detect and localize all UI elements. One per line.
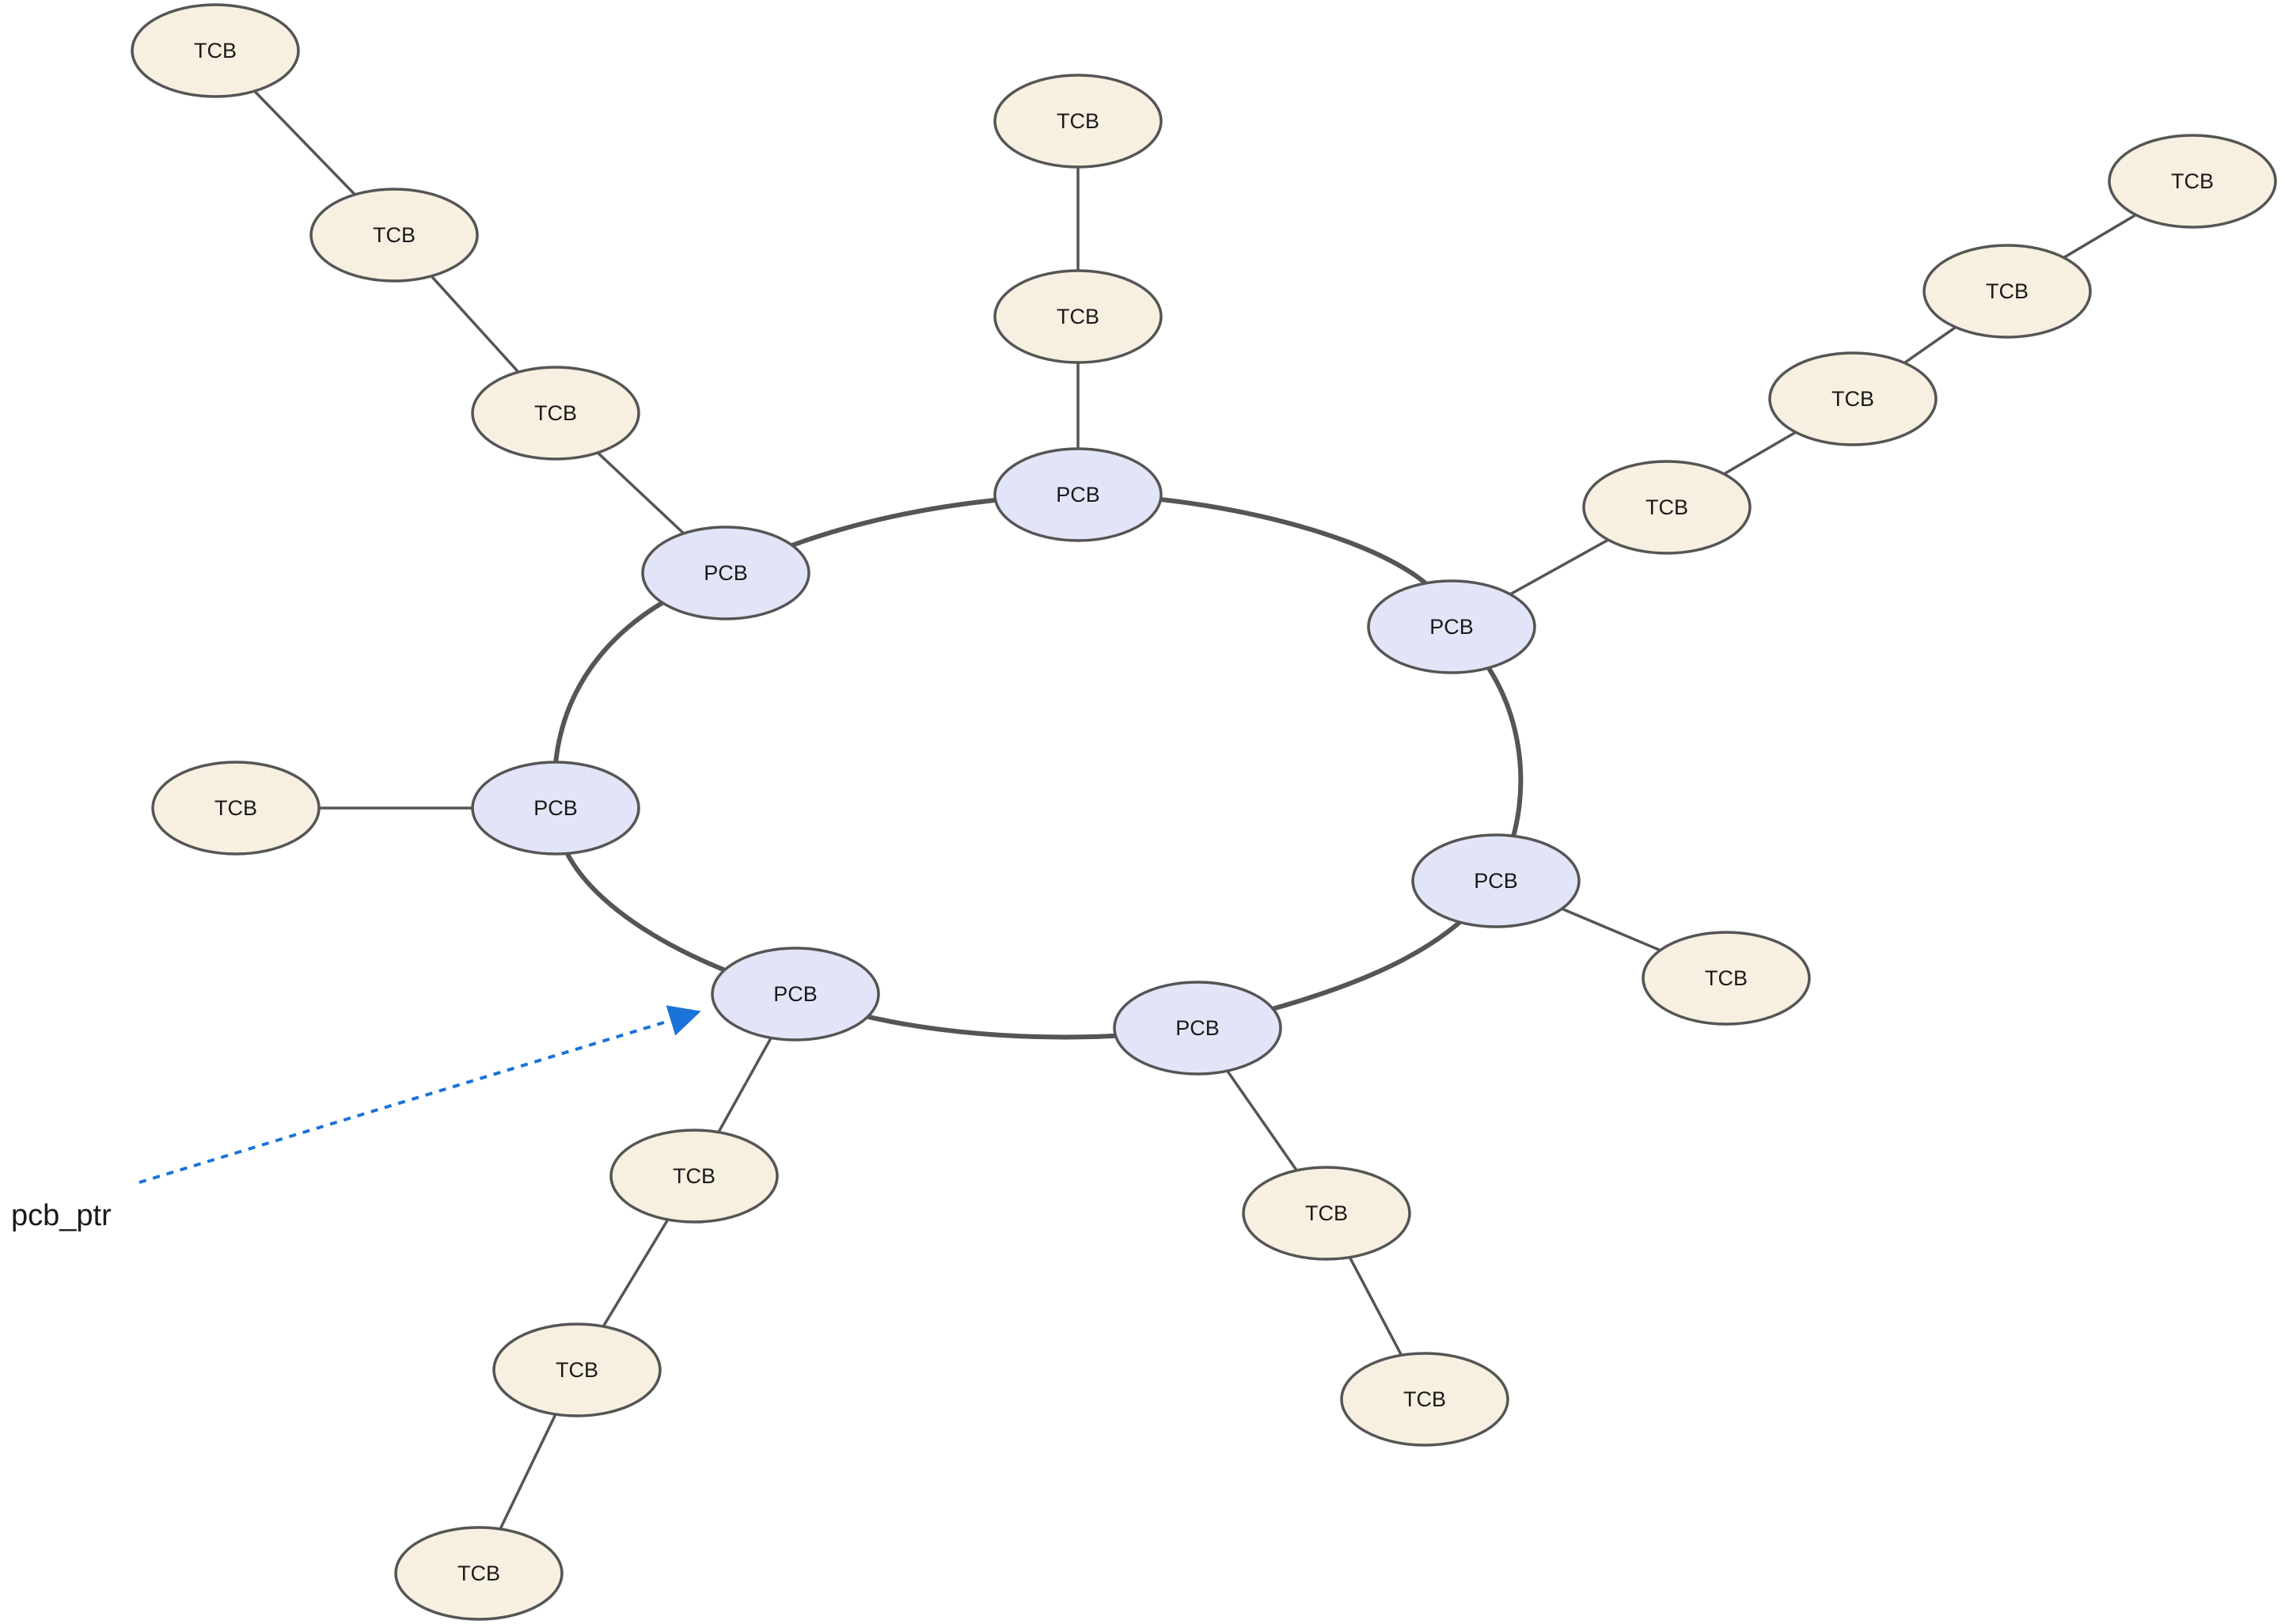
- tcb-ellipse: [2108, 134, 2277, 229]
- nodes: TCB TCB TCB TCB TCB TCB TCB TCB TCB TCB TCB TCB TCB T…: [131, 3, 2277, 1621]
- pcb-node: PCB: [641, 526, 810, 620]
- tcb-label: TCB: [1403, 1387, 1446, 1411]
- tcb-node: TCB: [1340, 1352, 1509, 1447]
- pcb-label: PCB: [704, 561, 748, 585]
- tcb-ellipse: [131, 3, 300, 98]
- tcb-label: TCB: [194, 39, 237, 63]
- tcb-node: TCB: [131, 3, 300, 98]
- tcb-label: TCB: [1831, 387, 1874, 411]
- tcb-label: TCB: [673, 1164, 715, 1188]
- tcb-ellipse: [1768, 351, 1938, 446]
- tcb-ellipse: [1582, 460, 1752, 555]
- tcb-ellipse: [471, 366, 640, 461]
- pcb-pointer: pcb_ptr: [11, 1005, 701, 1232]
- tcb-label: TCB: [1645, 495, 1688, 519]
- pcb-ellipse: [1367, 579, 1536, 674]
- tcb-node: TCB: [492, 1322, 662, 1417]
- pcb-ellipse: [993, 447, 1163, 542]
- tcb-node: TCB: [1768, 351, 1938, 446]
- tcb-node: TCB: [471, 366, 640, 461]
- tcb-label: TCB: [373, 223, 416, 247]
- tcb-label: TCB: [1986, 279, 2029, 303]
- tcb-ellipse: [1242, 1166, 1411, 1261]
- tcb-label: TCB: [2171, 169, 2214, 193]
- tcb-node: TCB: [1642, 931, 1811, 1026]
- tcb-node: TCB: [151, 761, 321, 856]
- tcb-label: TCB: [1057, 305, 1099, 328]
- tcb-node: TCB: [993, 269, 1163, 364]
- pcb-pointer-label: pcb_ptr: [11, 1199, 112, 1232]
- tcb-ellipse: [993, 269, 1163, 364]
- pcb-ellipse: [1113, 981, 1282, 1076]
- pcb-ellipse: [471, 761, 640, 856]
- pcb-node: PCB: [1113, 981, 1282, 1076]
- pcb-ellipse: [711, 947, 880, 1042]
- tcb-label: TCB: [1305, 1201, 1348, 1225]
- tcb-label: TCB: [556, 1358, 598, 1382]
- tcb-node: TCB: [993, 74, 1163, 169]
- tcb-node: TCB: [1923, 244, 2092, 339]
- pcb-label: PCB: [1429, 615, 1474, 639]
- pcb-label: PCB: [533, 796, 578, 820]
- tcb-node: TCB: [2108, 134, 2277, 229]
- tcb-label: TCB: [1705, 966, 1748, 990]
- pcb-node: PCB: [711, 947, 880, 1042]
- pcb-label: PCB: [1474, 869, 1518, 893]
- tcb-ellipse: [151, 761, 321, 856]
- pcb-pointer-arrow: [139, 1005, 701, 1184]
- pcb-ellipse: [1411, 833, 1581, 928]
- tcb-label: TCB: [457, 1561, 500, 1585]
- tcb-label: TCB: [534, 401, 577, 425]
- pcb-label: PCB: [773, 982, 818, 1006]
- tcb-node: TCB: [1242, 1166, 1411, 1261]
- pcb-node: PCB: [1367, 579, 1536, 674]
- tcb-ellipse: [1340, 1352, 1509, 1447]
- tcb-node: TCB: [394, 1526, 564, 1621]
- tcb-ellipse: [993, 74, 1163, 169]
- pcb-ellipse: [641, 526, 810, 620]
- tcb-node: TCB: [309, 188, 479, 283]
- pcb-label: PCB: [1175, 1016, 1220, 1040]
- tcb-node: TCB: [609, 1129, 779, 1224]
- tcb-ellipse: [1642, 931, 1811, 1026]
- pcb-node: PCB: [993, 447, 1163, 542]
- pcb-label: PCB: [1056, 483, 1100, 507]
- tcb-label: TCB: [214, 796, 257, 820]
- tcb-ellipse: [492, 1322, 662, 1417]
- tcb-ellipse: [309, 188, 479, 283]
- tcb-ellipse: [609, 1129, 779, 1224]
- pcb-node: PCB: [1411, 833, 1581, 928]
- tcb-label: TCB: [1057, 109, 1099, 133]
- tcb-ellipse: [394, 1526, 564, 1621]
- tcb-ellipse: [1923, 244, 2092, 339]
- tcb-node: TCB: [1582, 460, 1752, 555]
- pcb-node: PCB: [471, 761, 640, 856]
